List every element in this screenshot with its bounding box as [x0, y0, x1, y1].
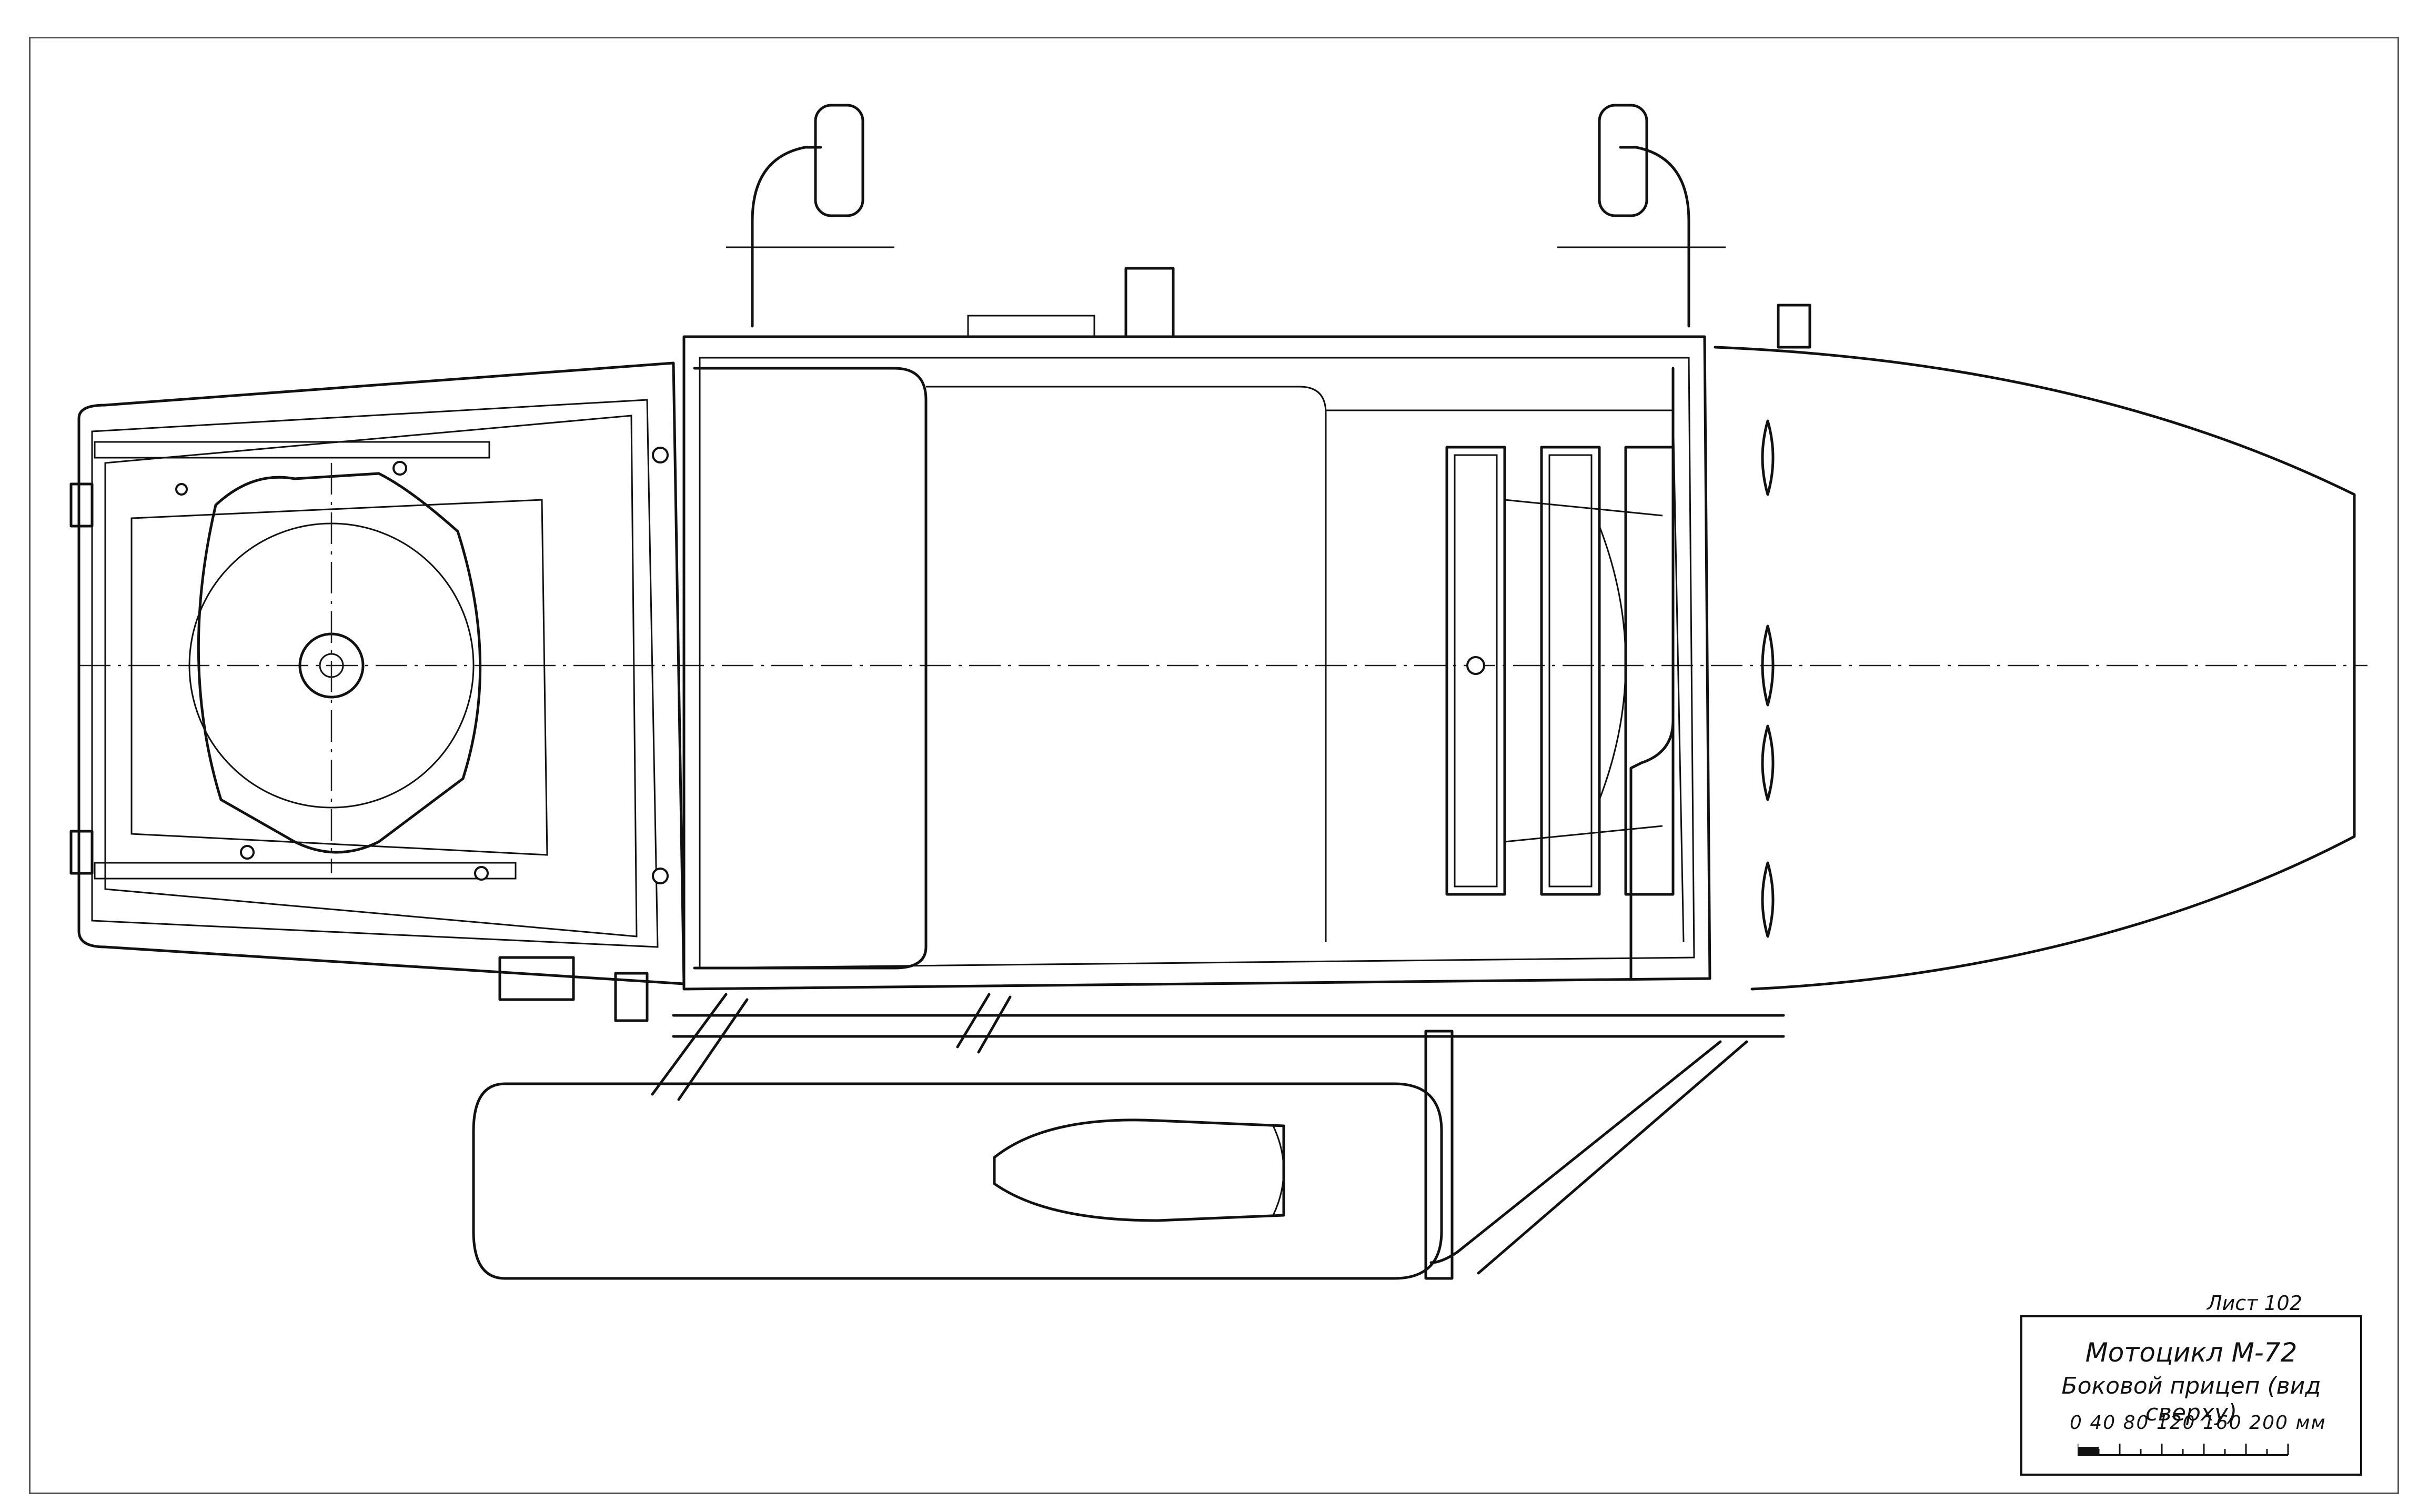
- nose-bolts: [1761, 419, 1775, 938]
- body-tub: [682, 335, 1711, 991]
- canister: [472, 1082, 1443, 1280]
- floor-slats: [1445, 446, 1675, 896]
- trunk-lid: [77, 361, 686, 985]
- mounting-bolts: [175, 447, 1485, 884]
- scale-label: 0 40 80 120 160 200 мм: [2070, 1412, 2326, 1434]
- brackets: [498, 267, 1811, 1022]
- grab-handles: [726, 104, 1726, 328]
- sheet-number: Лист 102: [2207, 1292, 2302, 1315]
- spare-wheel: [188, 463, 482, 873]
- trunk-hinges: [69, 441, 517, 880]
- nose-fairing: [1714, 346, 2356, 991]
- view-subtitle: Боковой прицеп (вид сверху): [2061, 1373, 2321, 1426]
- title-block: Мотоцикл М-72 Боковой прицеп (вид сверху…: [2020, 1315, 2362, 1476]
- chassis-frame: [651, 993, 1785, 1280]
- right-rail: [1629, 367, 1675, 980]
- drawing-frame: [29, 37, 2399, 1494]
- scale-bar: [2078, 1444, 2289, 1456]
- model-title: Мотоцикл М-72: [2085, 1337, 2298, 1368]
